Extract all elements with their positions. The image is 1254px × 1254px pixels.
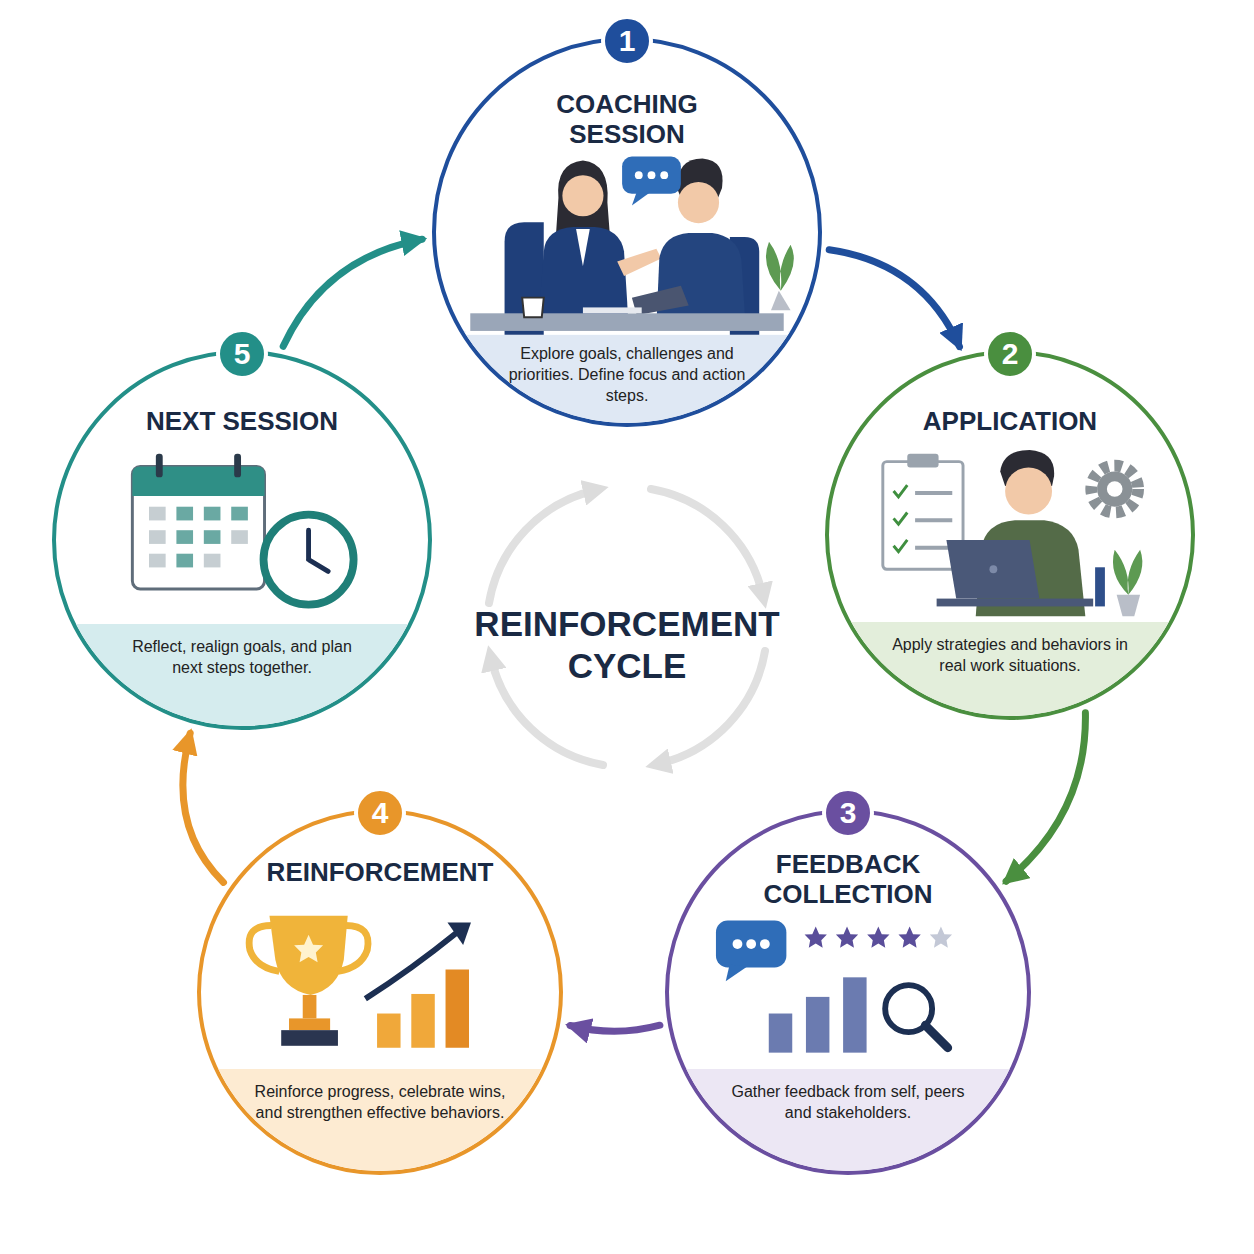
stage-heading: REINFORCEMENT xyxy=(230,857,530,887)
callout-number: 1 xyxy=(601,15,653,67)
stage-description: Reinforce progress, celebrate wins, and … xyxy=(245,1081,515,1123)
stage-heading: COACHING SESSION xyxy=(512,89,742,150)
cycle-arrow xyxy=(1006,713,1085,882)
stage-description: Gather feedback from self, peers and sta… xyxy=(728,1081,968,1123)
stage-circle: FEEDBACK COLLECTION Gather feedback from … xyxy=(665,809,1031,1175)
cycle-arrow xyxy=(829,250,959,347)
stage-description: Apply strategies and behaviors in real w… xyxy=(885,634,1135,676)
stage-circle: NEXT SESSION Reflect, realign goals, and … xyxy=(52,350,432,730)
callout-number: 2 xyxy=(984,328,1036,380)
diagram-title: REINFORCEMENT CYCLE xyxy=(452,603,802,687)
stage-heading: FEEDBACK COLLECTION xyxy=(728,849,968,910)
stage-heading: NEXT SESSION xyxy=(92,406,392,436)
cycle-arrow xyxy=(183,733,224,882)
cycle-arrow xyxy=(283,239,422,346)
stage-circle: APPLICATION Apply strategies and behavior… xyxy=(825,350,1195,720)
stage-description: Explore goals, challenges and priorities… xyxy=(502,343,752,406)
stage-description: Reflect, realign goals, and plan next st… xyxy=(117,636,367,678)
callout-number: 4 xyxy=(354,787,406,839)
callout-number: 5 xyxy=(216,328,268,380)
stage-circle: REINFORCEMENT Reinforce progress, celebra… xyxy=(197,809,563,1175)
stage-circle: COACHING SESSION Explore goals, challenge… xyxy=(432,37,822,427)
stage-heading: APPLICATION xyxy=(860,406,1160,436)
callout-number: 3 xyxy=(822,787,874,839)
cycle-arrow xyxy=(570,1025,660,1031)
